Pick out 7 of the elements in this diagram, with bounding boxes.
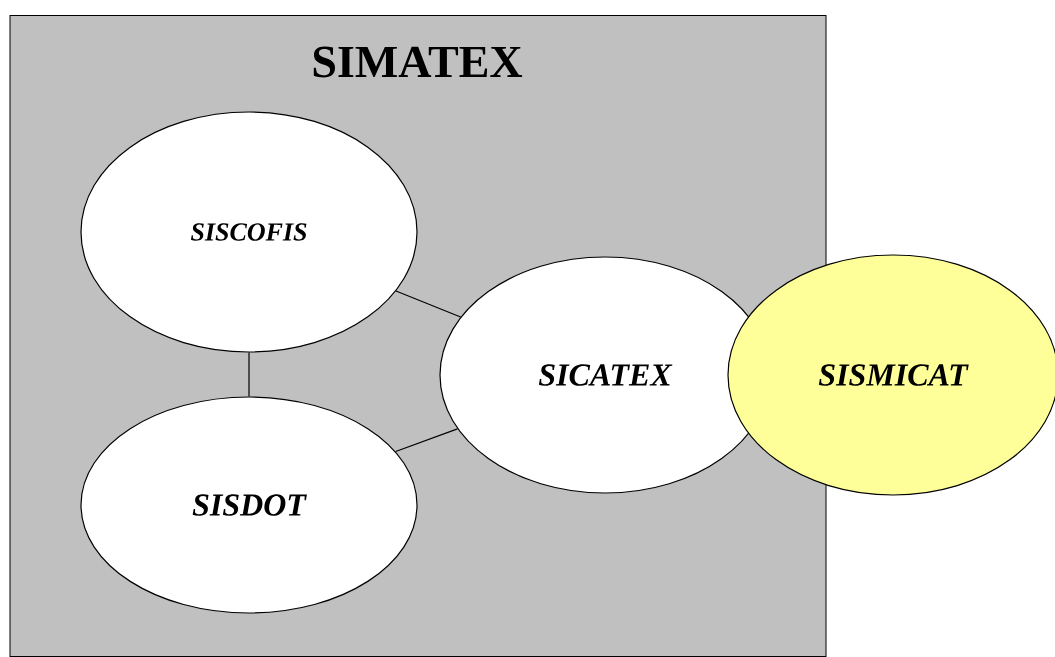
connector-line bbox=[395, 428, 459, 453]
connector-line bbox=[248, 352, 250, 397]
ellipse-node: SICATEX bbox=[439, 256, 771, 494]
ellipse-node: SISDOT bbox=[80, 396, 418, 614]
ellipse-node: SISMICAT bbox=[727, 254, 1055, 496]
connector-line bbox=[395, 290, 462, 318]
ellipse-node: SISCOFIS bbox=[80, 111, 418, 353]
